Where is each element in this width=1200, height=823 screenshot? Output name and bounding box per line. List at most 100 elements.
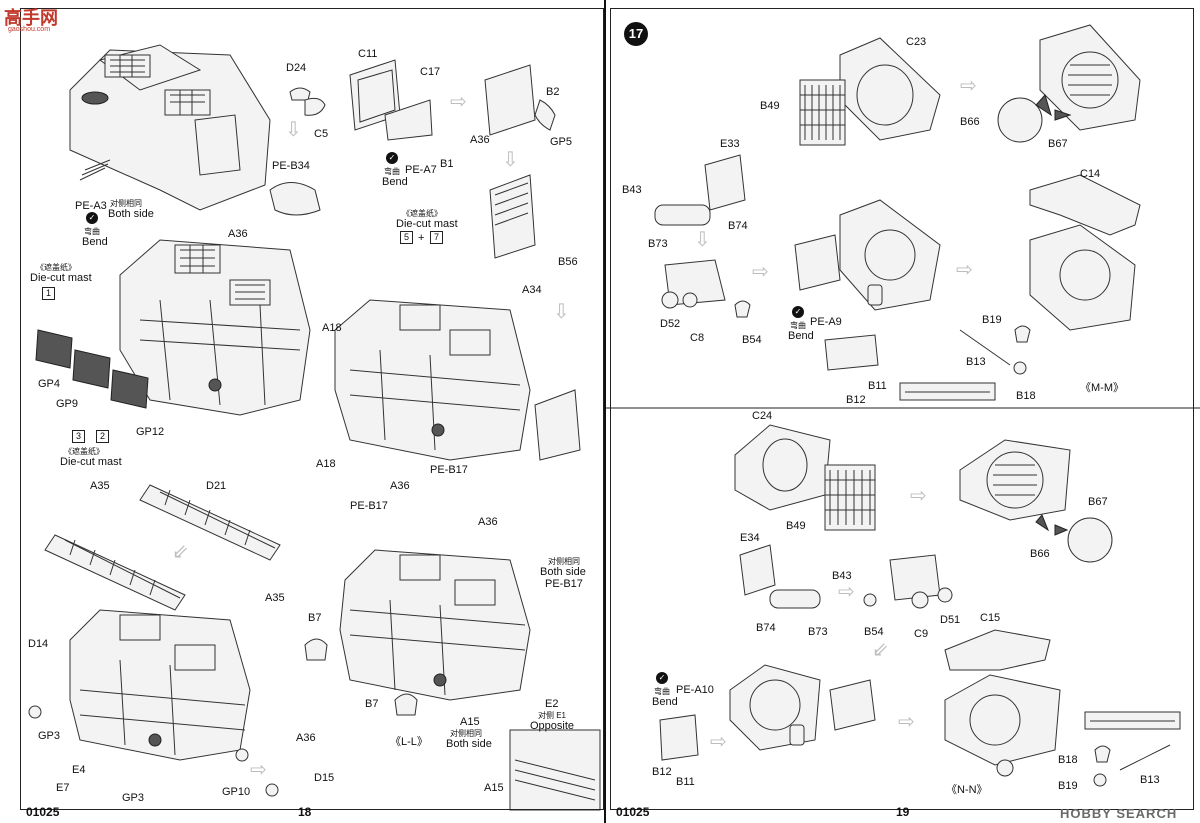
label-e34: E34 (740, 532, 760, 544)
label-gp10: GP10 (222, 786, 251, 798)
fan-housing-c23 (839, 37, 941, 141)
label-b18: B18 (1016, 390, 1036, 402)
label-gp4: GP4 (38, 378, 61, 390)
label-c11: C11 (358, 48, 378, 60)
bend-icon-2: ✓ (386, 152, 398, 164)
label-both-side-cn: 对侧相同 (110, 199, 142, 208)
label-b49-b: B49 (786, 520, 806, 532)
label-pe-b17: PE-B17 (430, 464, 468, 476)
label-b66-b: B66 (1030, 548, 1050, 560)
label-bend-cn: 弯曲 (84, 227, 100, 236)
part-e33 (704, 154, 746, 211)
cab-body-step3-right (339, 549, 531, 701)
rack-d21 (139, 484, 281, 561)
label-e33: E33 (720, 138, 740, 150)
label-b7-bot: B7 (365, 698, 379, 710)
label-b54-b: B54 (864, 626, 884, 638)
label-c23: C23 (906, 36, 927, 48)
door-assembly (349, 59, 556, 141)
label-gp12: GP12 (136, 426, 165, 438)
label-a15: A15 (460, 716, 480, 728)
label-c8: C8 (690, 332, 705, 344)
label-mast-cn: 《遮盖纸》 (402, 209, 442, 218)
label-b73-b: B73 (808, 626, 828, 638)
label-a36-c: A36 (390, 480, 410, 492)
hobby-search-watermark: HOBBY SEARCH (1060, 806, 1178, 821)
fan-housing-assembled-b (959, 439, 1071, 521)
label-gp9: GP9 (56, 398, 79, 410)
step-arrow-right-7: ⇨ (838, 581, 855, 603)
label-c14: C14 (1080, 168, 1101, 180)
label-b54: B54 (742, 334, 762, 346)
label-a15-b: A15 (484, 782, 504, 794)
label-d14: D14 (28, 638, 49, 650)
label-c24: C24 (752, 410, 773, 422)
label-c9: C9 (914, 628, 929, 640)
label-a36-e: A36 (296, 732, 316, 744)
label-gp3-b: GP3 (122, 792, 145, 804)
label-e7: E7 (56, 782, 70, 794)
page-divider (604, 0, 606, 823)
mask-box-5: 5 (400, 231, 413, 244)
label-pe-a9: PE-A9 (810, 316, 842, 328)
label-mast-cn-3: 《遮盖纸》 (64, 447, 104, 456)
label-bend-3: Bend (788, 330, 814, 342)
step-arrow-right-2: ⇨ (250, 759, 267, 781)
label-bend-4: Bend (652, 696, 678, 708)
label-mast-2: Die-cut mast (30, 272, 92, 284)
part-c5 (304, 97, 326, 116)
label-bend-2: Bend (382, 176, 408, 188)
mask-box-1: 1 (42, 287, 55, 300)
step-arrow-right-9: ⇨ (898, 711, 915, 733)
part-b7-top (304, 638, 328, 661)
glass-gp12 (110, 369, 149, 409)
left-page-number: 18 (298, 805, 312, 819)
step-arrow-down-3: ⇩ (694, 229, 711, 251)
label-c15: C15 (980, 612, 1001, 624)
bend-icon-3: ✓ (792, 306, 804, 318)
label-mast: Die-cut mast (396, 218, 458, 230)
label-c17: C17 (420, 66, 441, 78)
label-b1: B1 (440, 158, 454, 170)
label-both-side: Both side (108, 208, 154, 220)
part-b7-bot (394, 693, 418, 716)
label-b19: B19 (982, 314, 1002, 326)
label-b74-b: B74 (756, 622, 776, 634)
bracket-b11-b12-b (659, 714, 699, 761)
step-arrow-right-8: ⇨ (710, 731, 727, 753)
rack-left (44, 534, 186, 611)
step-arrow-right-4: ⇨ (752, 261, 769, 283)
label-b19-b: B19 (1058, 780, 1078, 792)
label-b2: B2 (546, 86, 560, 98)
label-e1-cn: 对侧 E1 (538, 711, 567, 720)
step-arrow-right-3: ⇨ (960, 75, 977, 97)
part-e34 (739, 544, 776, 596)
label-b73: B73 (648, 238, 668, 250)
glass-gp9 (72, 349, 111, 389)
right-page-frame (610, 8, 1194, 810)
label-b7-top: B7 (308, 612, 322, 624)
step-arrow-right-6: ⇨ (910, 485, 927, 507)
label-pe-b34: PE-B34 (272, 160, 310, 172)
label-a36-b: A36 (470, 134, 490, 146)
label-gp3: GP3 (38, 730, 61, 742)
fan-b66-b (1067, 517, 1113, 563)
label-d51: D51 (940, 614, 961, 626)
step-arrow-right-5: ⇨ (956, 259, 973, 281)
label-pe-a3: PE-A3 (75, 200, 107, 212)
label-pe-a7: PE-A7 (405, 164, 437, 176)
label-b18-b: B18 (1058, 754, 1078, 766)
label-a18-top: A18 (322, 322, 342, 334)
bend-icon: ✓ (86, 212, 98, 224)
label-b67: B67 (1048, 138, 1068, 150)
part-b73 (654, 204, 711, 226)
fan-housing-c24 (734, 424, 831, 511)
left-page-frame (20, 8, 604, 810)
label-b49: B49 (760, 100, 780, 112)
label-bend-cn-3: 弯曲 (790, 321, 806, 330)
label-b12: B12 (846, 394, 866, 406)
cab-body-step1 (69, 44, 271, 211)
label-ll-section: 《L-L》 (390, 736, 428, 748)
label-e4: E4 (72, 764, 86, 776)
